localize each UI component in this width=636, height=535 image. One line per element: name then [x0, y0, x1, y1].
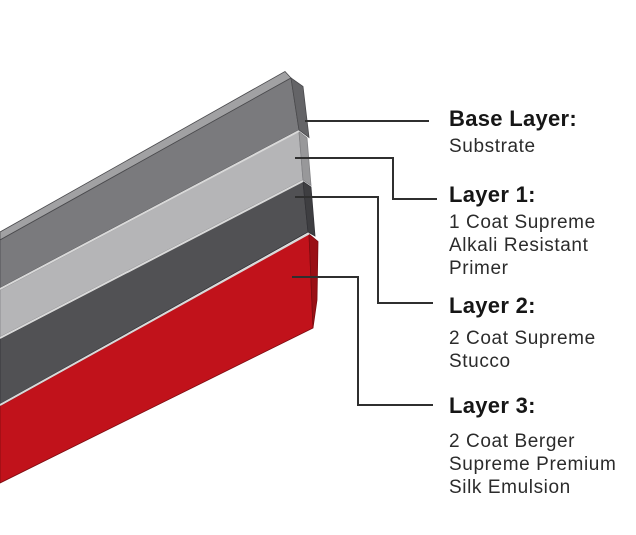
layer3-label: Layer 3: 2 Coat Berger Supreme Premium S…: [449, 393, 634, 499]
description-line: 1 Coat Supreme: [449, 212, 596, 233]
description-line: Substrate: [449, 136, 536, 157]
layer1-description: 1 Coat Supreme Alkali Resistant Primer: [449, 211, 634, 280]
description-line: Stucco: [449, 351, 511, 372]
description-line: 2 Coat Berger: [449, 431, 576, 452]
base-layer-label: Base Layer: Substrate: [449, 106, 634, 158]
layer1-connector-line: [295, 157, 437, 200]
layer1-heading: Layer 1:: [449, 182, 536, 207]
layer3-heading: Layer 3:: [449, 393, 536, 418]
description-line: Primer: [449, 258, 509, 279]
stucco-slab-end-face: [302, 180, 316, 237]
layer2-description: 2 Coat Supreme Stucco: [449, 327, 634, 373]
stucco-emulsion-separator: [0, 232, 310, 406]
layer1-label: Layer 1: 1 Coat Supreme Alkali Resistant…: [449, 182, 634, 280]
layer2-connector-line: [295, 196, 433, 304]
description-line: Supreme Premium: [449, 454, 617, 475]
primer-stucco-separator: [0, 180, 304, 339]
connector-lines: [292, 120, 437, 406]
substrate-primer-separator: [0, 130, 300, 290]
description-line: Silk Emulsion: [449, 477, 571, 498]
layer2-heading: Layer 2:: [449, 293, 536, 318]
layer2-label: Layer 2: 2 Coat Supreme Stucco: [449, 293, 634, 373]
emulsion-slab-end-face: [308, 233, 319, 329]
description-line: Alkali Resistant: [449, 235, 589, 256]
layer3-connector-line: [292, 276, 433, 406]
substrate-slab-end-face: [290, 77, 310, 139]
layer3-description: 2 Coat Berger Supreme Premium Silk Emuls…: [449, 430, 634, 499]
base-layer-description: Substrate: [449, 135, 634, 158]
description-line: 2 Coat Supreme: [449, 328, 596, 349]
base-layer-heading: Base Layer:: [449, 106, 578, 131]
